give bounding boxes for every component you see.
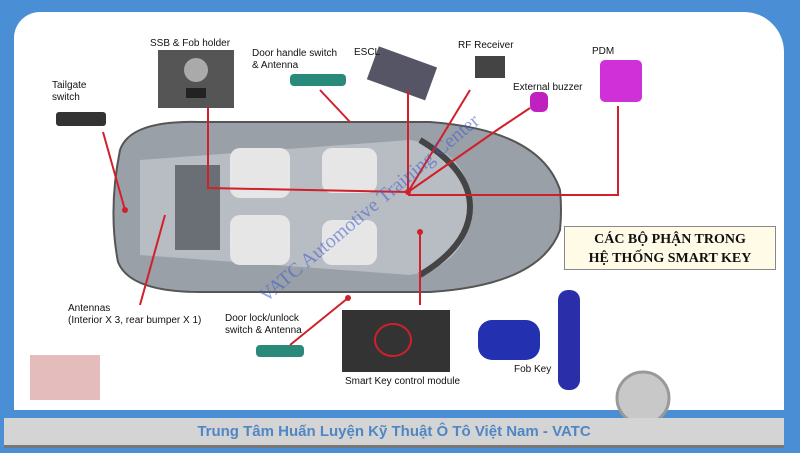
wheel-logo xyxy=(615,370,671,426)
label-ssb: SSB & Fob holder xyxy=(150,38,231,49)
module-image xyxy=(342,310,450,372)
label-control-module: Smart Key control module xyxy=(345,376,461,387)
door-handle-image xyxy=(290,74,346,86)
door-lock-image xyxy=(256,345,304,357)
connector-lines xyxy=(102,89,619,346)
label-antennas: Antennas(Interior X 3, rear bumper X 1) xyxy=(68,303,202,326)
label-rf-receiver: RF Receiver xyxy=(458,40,514,51)
label-door-handle: Door handle switch& Antenna xyxy=(252,48,338,71)
tailgate-switch-image xyxy=(56,112,106,126)
cartoon-image xyxy=(30,355,100,400)
label-fob-key: Fob Key xyxy=(514,364,552,375)
label-pdm: PDM xyxy=(592,46,615,57)
rf-receiver-image xyxy=(475,56,505,78)
fob-key-image xyxy=(478,320,540,360)
car-top-view xyxy=(112,120,562,293)
label-external-buzzer: External buzzer xyxy=(513,82,583,93)
pdm-image xyxy=(600,60,642,102)
buzzer-image xyxy=(530,92,548,112)
title-line-2: HỆ THỐNG SMART KEY xyxy=(588,251,752,266)
title-line-1: CÁC BỘ PHẬN TRONG xyxy=(594,232,746,247)
footer-bar: Trung Tâm Huấn Luyện Kỹ Thuật Ô Tô Việt … xyxy=(4,418,784,448)
footer-text: Trung Tâm Huấn Luyện Kỹ Thuật Ô Tô Việt … xyxy=(197,423,591,440)
slide-title-box: CÁC BỘ PHẬN TRONG HỆ THỐNG SMART KEY xyxy=(564,226,776,270)
label-escl: ESCL xyxy=(354,47,381,58)
escl-image xyxy=(366,46,438,101)
